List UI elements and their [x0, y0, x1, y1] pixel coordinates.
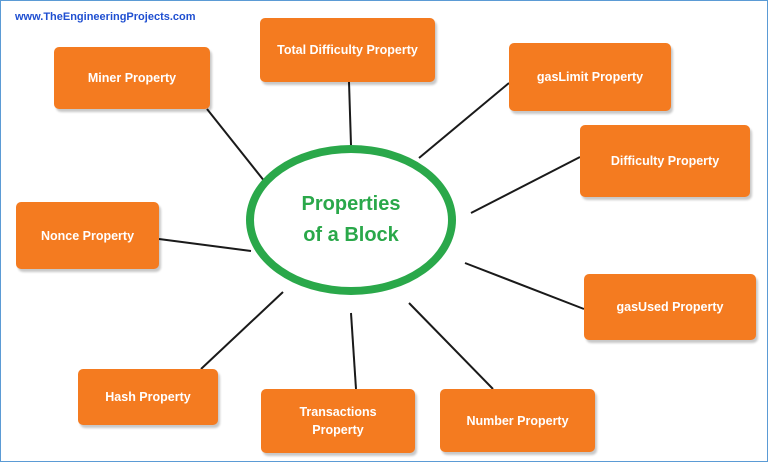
node-total-difficulty-property: Total Difficulty Property — [260, 18, 435, 82]
connector-number — [408, 302, 494, 390]
node-number-property: Number Property — [440, 389, 595, 452]
connector-gasused — [464, 262, 585, 310]
node-hash-property: Hash Property — [78, 369, 218, 425]
node-label: Miner Property — [87, 71, 177, 85]
node-label: Total Difficulty Property — [277, 43, 418, 57]
watermark-text: www.TheEngineeringProjects.com — [15, 11, 196, 23]
node-label: Difficulty Property — [610, 154, 720, 168]
node-gasused-property: gasUsed Property — [584, 274, 756, 340]
node-label: Nonce Property — [40, 228, 135, 243]
connector-hash — [200, 291, 284, 370]
hub-label: Properties of a Block — [301, 193, 401, 246]
connector-difficulty — [470, 156, 581, 214]
hub-properties-of-a-block: Properties of a Block — [246, 145, 456, 295]
node-label: Number Property — [466, 413, 569, 428]
node-label: gasUsed Property — [616, 300, 724, 314]
connector-miner — [206, 108, 270, 188]
connector-gaslimit — [418, 82, 510, 159]
node-miner-property: Miner Property — [54, 47, 210, 109]
node-nonce-property: Nonce Property — [16, 202, 159, 269]
connector-total-difficulty — [348, 81, 352, 146]
node-transactions-property: Transactions Property — [261, 389, 415, 453]
connector-transactions — [350, 312, 357, 390]
node-label: Hash Property — [105, 390, 191, 404]
connector-nonce — [158, 238, 252, 252]
node-difficulty-property: Difficulty Property — [580, 125, 750, 197]
node-gaslimit-property: gasLimit Property — [509, 43, 671, 111]
node-label: Transactions Property — [299, 405, 377, 437]
node-label: gasLimit Property — [536, 70, 644, 84]
